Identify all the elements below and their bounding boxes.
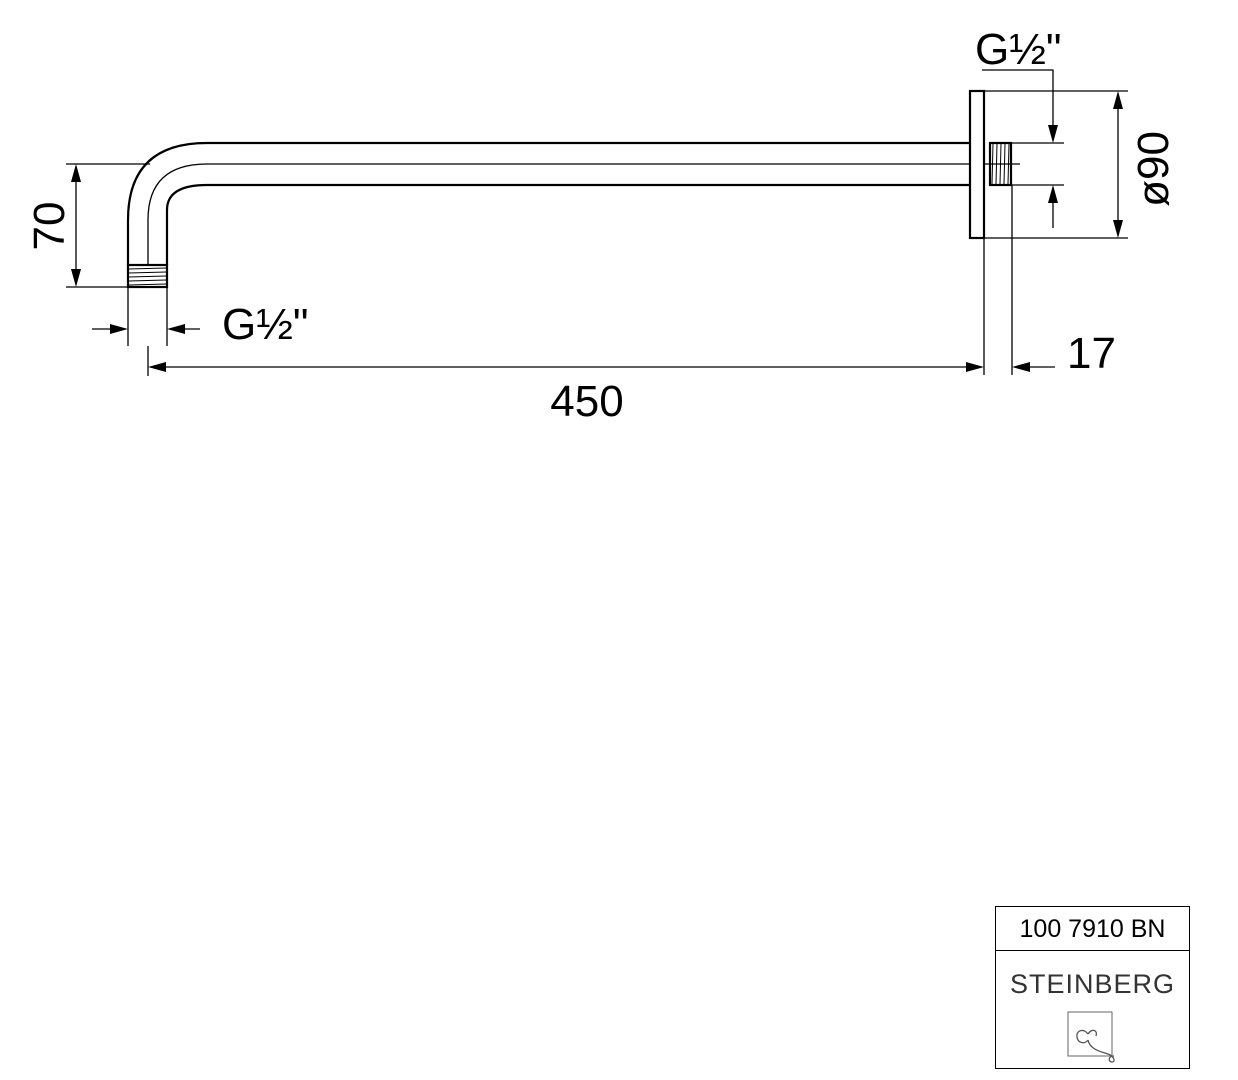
steinberg-logo-icon — [1067, 1011, 1115, 1063]
dimension-text-diameter-90: ø90 — [1129, 131, 1178, 207]
wall-flange — [968, 89, 1020, 375]
outlet-thread — [126, 263, 169, 289]
arm-outer-contour — [126, 141, 970, 265]
product-code: 100 7910 BN — [996, 907, 1189, 951]
dimension-17 — [1012, 362, 1055, 372]
brand-name: STEINBERG — [1009, 969, 1176, 999]
dimension-450 — [147, 346, 984, 376]
dimension-inlet-thread — [982, 69, 1064, 228]
dimension-text-outlet-thread: G½" — [222, 300, 309, 349]
dimension-text-70: 70 — [25, 202, 74, 251]
dimension-text-450: 450 — [550, 377, 623, 426]
dimension-text-inlet-thread: G½" — [975, 25, 1062, 74]
dimension-diameter-90 — [984, 90, 1128, 239]
title-block: 100 7910 BN STEINBERG — [995, 906, 1190, 1069]
dimension-outlet-thread — [92, 287, 200, 346]
arm-center-line — [147, 163, 970, 265]
flange-body — [968, 89, 986, 240]
arm-inner-contour — [165, 183, 970, 265]
shower-arm — [126, 141, 970, 265]
dimension-text-17: 17 — [1067, 329, 1116, 378]
dimension-70 — [66, 163, 150, 288]
